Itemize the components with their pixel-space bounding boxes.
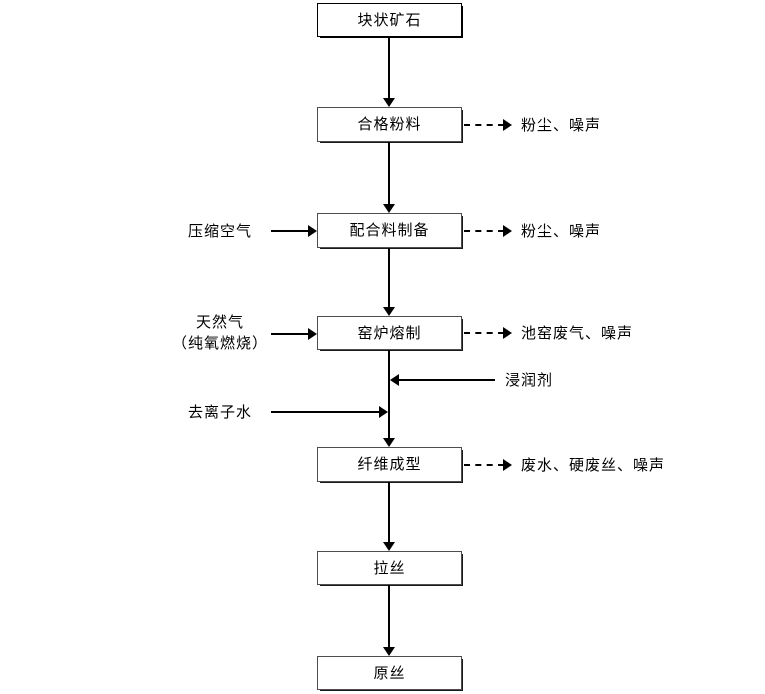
arrow-down-icon [383, 542, 395, 551]
process-box-step7[interactable]: 原丝 [317, 656, 462, 690]
process-box-step3[interactable]: 配合料制备 [317, 213, 462, 248]
process-box-step4[interactable]: 窑炉熔制 [317, 316, 462, 350]
connector-input-deionized-water [271, 411, 380, 413]
connector-input-sizing-agent [399, 379, 495, 381]
connector-emission-step5 [464, 464, 504, 466]
arrow-down-icon [383, 438, 395, 447]
arrow-down-icon [383, 647, 395, 656]
connector-step5-step6 [388, 482, 390, 542]
process-box-step5[interactable]: 纤维成型 [317, 447, 462, 482]
arrow-right-icon [503, 459, 512, 471]
connector-input-compressed-air [271, 230, 309, 232]
input-label-natural-gas-line1: 天然气 [196, 313, 245, 331]
process-box-step6[interactable]: 拉丝 [317, 551, 462, 585]
input-label-natural-gas: 天然气 （纯氧燃烧） [172, 312, 268, 354]
input-label-sizing-agent: 浸润剂 [505, 371, 554, 389]
connector-emission-step3 [464, 230, 504, 232]
process-box-label: 块状矿石 [357, 10, 422, 29]
arrow-down-icon [383, 204, 395, 213]
connector-step2-step3 [388, 142, 390, 204]
process-box-label: 拉丝 [373, 558, 406, 577]
process-box-label: 窑炉熔制 [357, 323, 422, 342]
arrow-right-icon [308, 225, 317, 237]
emission-label-step3: 粉尘、噪声 [521, 222, 602, 240]
input-label-deionized-water: 去离子水 [188, 403, 253, 421]
arrow-right-icon [379, 406, 388, 418]
arrow-right-icon [503, 327, 512, 339]
process-box-label: 原丝 [373, 663, 406, 682]
connector-step1-step2 [388, 37, 390, 98]
emission-label-step4: 池窑废气、噪声 [521, 324, 634, 342]
emission-label-step2: 粉尘、噪声 [521, 116, 602, 134]
process-box-step2[interactable]: 合格粉料 [317, 107, 462, 142]
arrow-down-icon [383, 307, 395, 316]
connector-emission-step4 [464, 332, 504, 334]
connector-emission-step2 [464, 124, 504, 126]
connector-step4-step5 [388, 350, 390, 438]
process-box-step1[interactable]: 块状矿石 [317, 3, 462, 37]
process-box-label: 纤维成型 [357, 455, 422, 473]
input-label-natural-gas-line2: （纯氧燃烧） [172, 334, 269, 352]
input-label-compressed-air: 压缩空气 [188, 222, 253, 240]
arrow-left-icon [390, 374, 399, 386]
process-box-label: 合格粉料 [357, 115, 422, 133]
arrow-right-icon [503, 225, 512, 237]
arrow-right-icon [503, 119, 512, 131]
connector-step3-step4 [388, 248, 390, 307]
process-box-label: 配合料制备 [349, 221, 430, 239]
arrow-right-icon [308, 328, 317, 340]
emission-label-step5: 废水、硬废丝、噪声 [521, 456, 666, 474]
arrow-down-icon [383, 98, 395, 107]
connector-step6-step7 [388, 585, 390, 647]
connector-input-natural-gas [271, 333, 309, 335]
